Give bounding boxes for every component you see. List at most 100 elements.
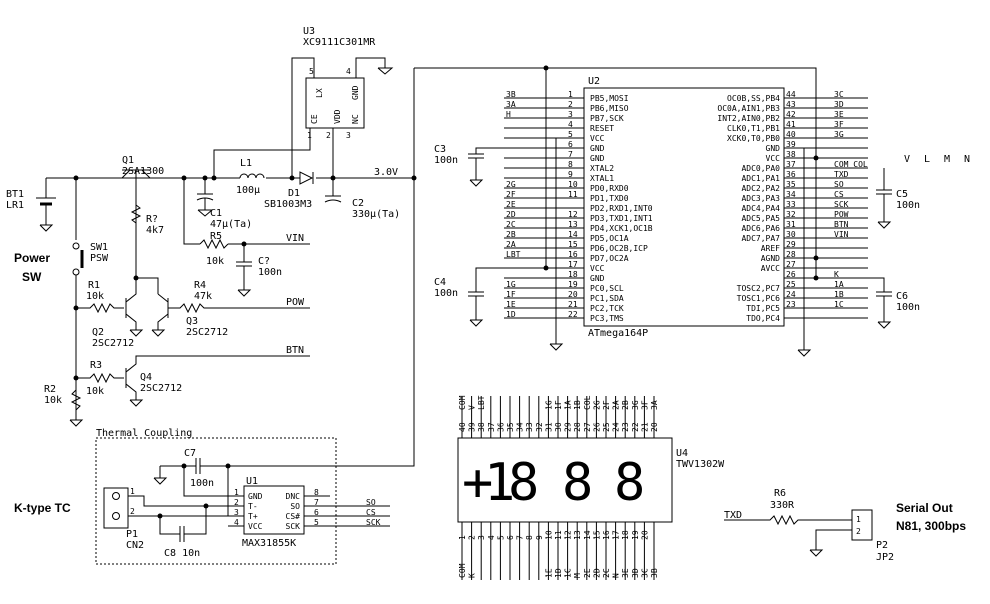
u4-pin-net: 3E [621,568,630,578]
u4-pin-net: V [468,405,477,410]
u4-pin-net: N [612,573,621,578]
u2-pin-name: TDO,PC4 [746,314,780,323]
u3-pin-gnd: GND [351,85,360,100]
serial-subtitle: N81, 300bps [896,519,966,533]
u2-pin-num: 11 [568,190,578,199]
q2-part: 2SC2712 [92,338,134,349]
c6-ref: C6 [896,291,908,302]
u2-pin-num: 18 [568,270,578,279]
power-sw-title-2: SW [22,270,42,284]
u1-pin-net: CS [366,508,376,517]
u2-pin-num: 36 [786,170,796,179]
u3-pin-ce: CE [310,114,319,124]
com-col-extra-m: M [944,154,950,165]
u2-pin-name: TOSC2,PC7 [737,284,781,293]
u4-pin-num: 8 [525,535,534,540]
wire-u3-gnd [355,57,386,78]
u2-pin-name: ADC1,PA1 [741,174,780,183]
net-txd: TXD [724,510,742,521]
u4-pin-net: 3A [650,400,659,410]
u2-pin-num: 25 [786,280,796,289]
q3-part: 2SC2712 [186,327,228,338]
d1-ref: D1 [288,188,300,199]
r2-ref: R2 [44,384,56,395]
u1-pin-num: 6 [314,508,319,517]
u4-pin-num: 13 [573,530,582,540]
u2-pin-net: 1B [834,290,844,299]
u4-pin-num: 19 [631,530,640,540]
u4-pin-net: 3G [631,400,640,410]
c5-ref: C5 [896,189,908,200]
u1-pin-name: T+ [248,512,258,521]
u2-pin-num: 26 [786,270,796,279]
u4-pin-num: 40 [458,422,467,432]
u2-pin-name: PD6,OC2B,ICP [590,244,648,253]
c4-value: 100n [434,288,458,299]
u2-pin-num: 17 [568,260,578,269]
r5-ref: R5 [210,231,222,242]
c2-value: 330µ(Ta) [352,209,400,220]
u1-pin-name: T- [248,502,258,511]
u2-pin-name: PB5,MOSI [590,94,629,103]
u4-pin-num: 34 [516,422,525,432]
u2-pin-net: 3G [834,130,844,139]
c5-value: 100n [896,200,920,211]
u4-pin-num: 38 [477,422,486,432]
u2-pin-name: PC0,SCL [590,284,624,293]
rq-ref: R? [146,214,158,225]
u4-pin-num: 7 [516,535,525,540]
u4-pin-net: 2E [583,568,592,578]
u4-pin-num: 11 [554,530,563,540]
u4-pin-net: 3F [640,400,649,410]
u4-pin-net: 1A [564,400,573,410]
u4-pin-num: 18 [621,530,630,540]
com-col-extra-n: N [964,154,970,165]
u2-pin-name: PB6,MISO [590,104,629,113]
u4-pin-net: COM [458,563,467,578]
u4-pin-num: 30 [554,422,563,432]
gnd-symbol [377,67,394,75]
c8-label: C8 10n [164,548,200,559]
u2-pin-num: 19 [568,280,578,289]
u4-pin-net: K [468,573,477,578]
u4-pin-net: COM [458,395,467,410]
u2-pin-num: 15 [568,240,578,249]
u2-pin-name: VCC [590,264,605,273]
u2-pin-name: XCK0,T0,PB0 [727,134,780,143]
u2-pin-net: 2E [506,200,516,209]
u4-pin-num: 20 [640,530,649,540]
u2-pin-num: 20 [568,290,578,299]
u4-pin-num: 22 [631,422,640,432]
u2-pin-net: CS [834,190,844,199]
u2-pin-num: 3 [568,110,573,119]
r3-ref: R3 [90,360,102,371]
u4-pin-num: 21 [640,422,649,432]
u2-pin-num: 23 [786,300,796,309]
q1-part: 2SA1300 [122,166,164,177]
u2-pin-net: 3E [834,110,844,119]
u2-pin-net: 3B [506,90,516,99]
u4-pin-num: 28 [573,422,582,432]
c6-value: 100n [896,302,920,313]
cq-ref: C? [258,256,270,267]
u3-pin-2: 2 [326,131,331,140]
u3-pin-5: 5 [309,67,314,76]
u1-pin-name: GND [248,492,263,501]
q4-part: 2SC2712 [140,383,182,394]
p1-part: CN2 [126,540,144,551]
u2-pin-net: LBT [506,250,521,259]
r1-ref: R1 [88,280,100,291]
u2-pin-num: 41 [786,120,796,129]
u1-pin-net: SCK [366,518,381,527]
l1-value: 100µ [236,185,260,196]
u2-pin-net: 2A [506,240,516,249]
u2-pin-net: 3F [834,120,844,129]
u2-pin-num: 40 [786,130,796,139]
u2-pin-name: VCC [590,134,605,143]
p2-ref: P2 [876,540,888,551]
u4-pin-num: 16 [602,530,611,540]
ktype-title: K-type TC [14,501,71,515]
u2-pin-num: 43 [786,100,796,109]
